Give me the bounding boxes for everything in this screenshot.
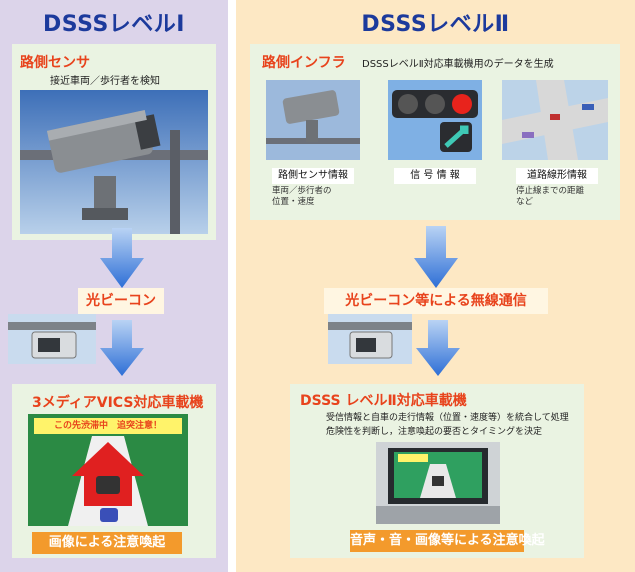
roadside-sensor-subtitle: 接近車両／歩行者を検知 xyxy=(50,76,160,87)
infra-item-sub-sensor-2: 位置・速度 xyxy=(272,197,315,207)
level2-alert-bar: 音声・音・画像等による注意喚起 xyxy=(350,530,545,552)
infra-item-caption-road: 道路線形情報 xyxy=(516,168,598,184)
optical-beacon-label: 光ビーコン xyxy=(78,288,164,314)
roadside-infra-subtitle: DSSSレベルⅡ対応車載機用のデータを生成 xyxy=(362,59,554,70)
infra-item-caption-signal: 信 号 情 報 xyxy=(394,168,476,184)
level2-column: DSSSレベルⅡ 路側インフラ DSSSレベルⅡ対応車載機用のデータを生成 路側… xyxy=(236,0,635,572)
infra-item-sub-road-1: 停止線までの距離 xyxy=(516,186,585,196)
vics-device-title: 3メディアVICS対応車載機 xyxy=(32,395,204,411)
dashboard-display-photo xyxy=(376,442,500,524)
roadside-sensor-panel: 路側センサ 接近車両／歩行者を検知 xyxy=(12,44,216,240)
wireless-communication-label: 光ビーコン等による無線通信 xyxy=(324,288,548,314)
road-geometry-thumbnail xyxy=(502,80,608,160)
roadside-infra-title: 路側インフラ xyxy=(262,55,346,71)
roadside-sensor-title: 路側センサ xyxy=(20,55,90,71)
down-arrow-icon xyxy=(100,320,144,376)
infra-item-caption-sensor: 路側センサ情報 xyxy=(272,168,354,184)
traffic-signal-thumbnail xyxy=(388,80,482,160)
vics-screen: この先渋滞中 追突注意！ xyxy=(28,414,188,526)
level2-device-line-2: 危険性を判断し，注意喚起の要否とタイミングを決定 xyxy=(326,427,543,437)
level2-device-title: DSSS レベルⅡ対応車載機 xyxy=(300,393,467,409)
sensor-camera-photo xyxy=(20,90,208,234)
roadside-infra-panel: 路側インフラ DSSSレベルⅡ対応車載機用のデータを生成 路側センサ情報 車両／… xyxy=(250,44,620,220)
beacon-unit-photo xyxy=(328,314,412,364)
down-arrow-icon xyxy=(100,228,144,288)
level2-title: DSSSレベルⅡ xyxy=(361,12,510,37)
infra-item-sub-sensor-1: 車両／歩行者の xyxy=(272,186,332,196)
down-arrow-icon xyxy=(416,320,460,376)
vics-device-panel: 3メディアVICS対応車載機 この先渋滞中 追突注意！ 画像による注意喚起 xyxy=(12,384,216,558)
level2-device-line-1: 受信情報と自車の走行情報（位置・速度等）を統合して処理 xyxy=(326,413,569,423)
vics-screen-illustration xyxy=(68,436,148,526)
vics-alert-bar: 画像による注意喚起 xyxy=(32,532,182,554)
level1-column: DSSSレベルⅠ 路側センサ 接近車両／歩行者を検知 光ビーコン xyxy=(0,0,228,572)
level2-device-panel: DSSS レベルⅡ対応車載機 受信情報と自車の走行情報（位置・速度等）を統合して… xyxy=(290,384,584,558)
beacon-unit-photo xyxy=(8,314,96,364)
down-arrow-icon xyxy=(414,226,458,288)
sensor-camera-thumbnail xyxy=(266,80,360,160)
vics-screen-warning: この先渋滞中 追突注意！ xyxy=(34,418,182,434)
level1-title: DSSSレベルⅠ xyxy=(42,12,185,37)
infra-item-sub-road-2: など xyxy=(516,197,534,207)
